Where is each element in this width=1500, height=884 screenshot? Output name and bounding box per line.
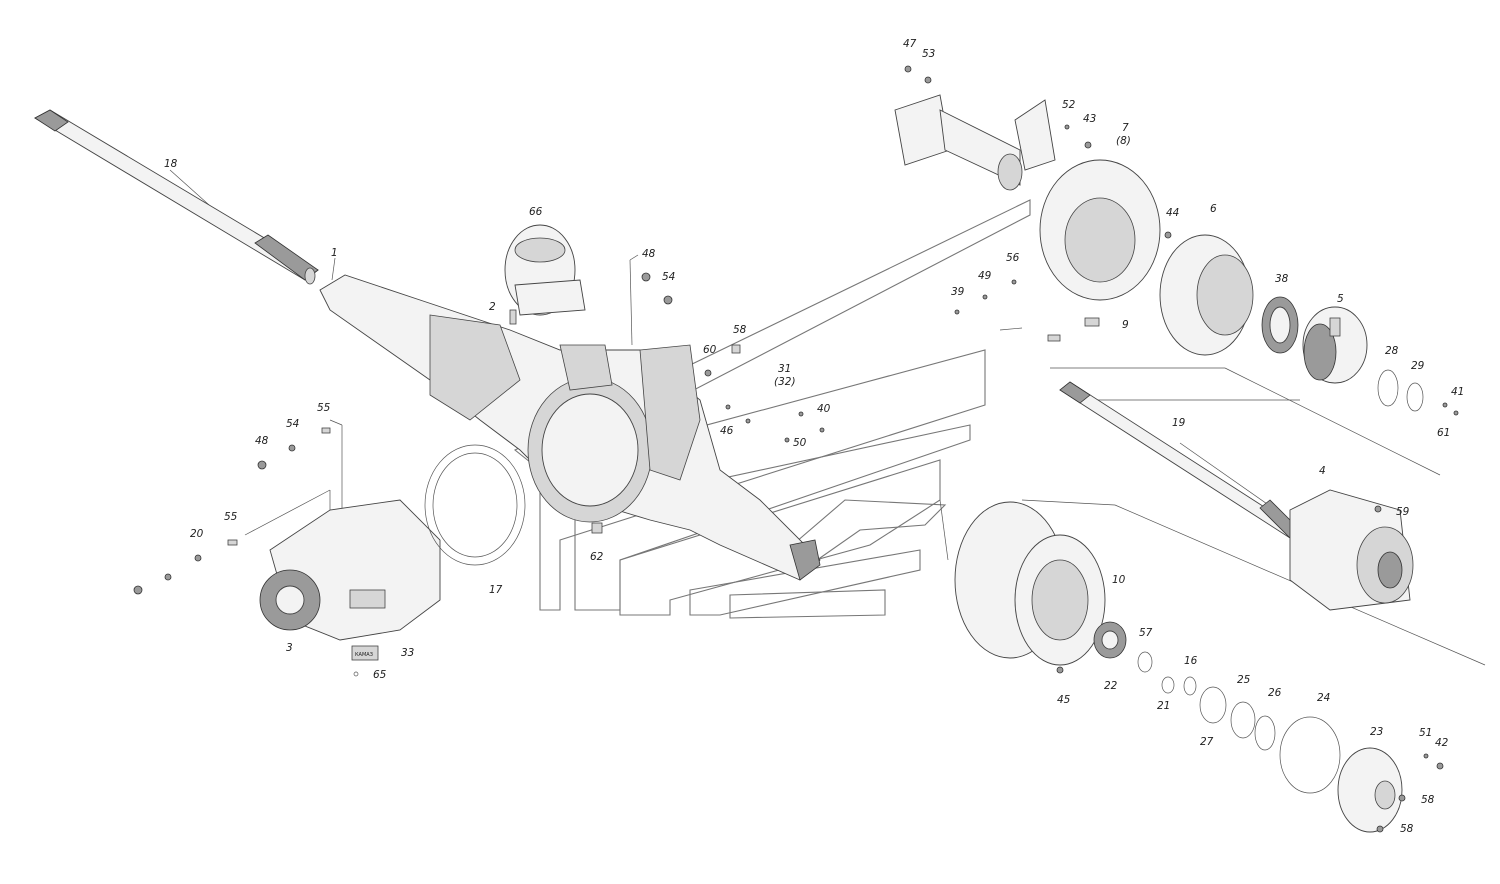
callout: 58 bbox=[1421, 794, 1435, 806]
callout: 31 bbox=[778, 363, 791, 375]
callout: (32) bbox=[774, 376, 796, 388]
callout: 40 bbox=[817, 403, 831, 415]
callout: 26 bbox=[1268, 687, 1282, 699]
callout: 2 bbox=[489, 301, 496, 313]
callout: 66 bbox=[529, 206, 543, 218]
callout: 55 bbox=[317, 402, 331, 414]
wheel-hub-6 bbox=[1159, 234, 1254, 356]
callout: 17 bbox=[489, 584, 503, 596]
callout: 56 bbox=[1006, 252, 1020, 264]
callout: 58 bbox=[1400, 823, 1414, 835]
callout: 57 bbox=[1139, 627, 1153, 639]
callout: 50 bbox=[793, 437, 807, 449]
callout: 18 bbox=[164, 158, 178, 170]
spindle-flange bbox=[894, 94, 1023, 191]
callout: 22 bbox=[1104, 680, 1118, 692]
brake-drum-10 bbox=[954, 501, 1106, 666]
callout: 1 bbox=[331, 247, 338, 259]
fasteners bbox=[133, 65, 1459, 833]
callout: 58 bbox=[733, 324, 747, 336]
callout: 9 bbox=[1122, 319, 1129, 331]
callout: 5 bbox=[1337, 293, 1344, 305]
callout: 6 bbox=[1210, 203, 1217, 215]
callout: 61 bbox=[1437, 427, 1450, 439]
callout: 52 bbox=[1062, 99, 1076, 111]
brake-chamber-66 bbox=[504, 224, 586, 316]
callout: 62 bbox=[590, 551, 604, 563]
callout: 39 bbox=[951, 286, 965, 298]
callout: 19 bbox=[1172, 417, 1186, 429]
callout: 27 bbox=[1200, 736, 1214, 748]
callout: 53 bbox=[922, 48, 935, 60]
callout: 21 bbox=[1157, 700, 1170, 712]
callout: 46 bbox=[720, 425, 734, 437]
callout: 48 bbox=[255, 435, 269, 447]
leader-lines bbox=[169, 169, 1486, 666]
cover-23 bbox=[1337, 747, 1403, 833]
callout: 28 bbox=[1385, 345, 1399, 357]
axle-shaft-19 bbox=[1059, 381, 1301, 539]
differential-3 bbox=[259, 499, 441, 641]
callout: 51 bbox=[1419, 727, 1432, 739]
callout: 47 bbox=[903, 38, 917, 50]
callout: 59 bbox=[1396, 506, 1410, 518]
callout: 23 bbox=[1370, 726, 1383, 738]
snap-rings bbox=[1377, 369, 1424, 412]
callout: 4 bbox=[1319, 465, 1326, 477]
ring-gear-5 bbox=[1302, 306, 1368, 384]
sun-gear-22 bbox=[1093, 621, 1127, 659]
callout: 48 bbox=[642, 248, 656, 260]
callout: 55 bbox=[224, 511, 238, 523]
callout: 42 bbox=[1435, 737, 1449, 749]
callout-labels: 18 1 66 2 48 54 58 60 47 53 52 43 7 (8) … bbox=[164, 38, 1464, 835]
callout: 16 bbox=[1184, 655, 1198, 667]
nameplate-logo: КАМАЗ bbox=[355, 652, 373, 658]
callout: 29 bbox=[1411, 360, 1425, 372]
brake-shoe-assembly-7 bbox=[1014, 99, 1161, 301]
gasket-17 bbox=[424, 444, 526, 566]
planetary-housing-4 bbox=[1289, 489, 1414, 611]
callout: 38 bbox=[1275, 273, 1289, 285]
bearing-38 bbox=[1261, 296, 1299, 354]
callout: 24 bbox=[1317, 692, 1330, 704]
callout: 41 bbox=[1451, 386, 1464, 398]
callout: 20 bbox=[190, 528, 204, 540]
axle-shaft-18 bbox=[34, 109, 319, 285]
callout: 54 bbox=[286, 418, 299, 430]
callout: 49 bbox=[978, 270, 992, 282]
callout: 60 bbox=[703, 344, 717, 356]
axle-housing bbox=[319, 274, 821, 581]
callout: 45 bbox=[1057, 694, 1071, 706]
callout: 54 bbox=[662, 271, 675, 283]
callout: 43 bbox=[1083, 113, 1096, 125]
washers-and-rings bbox=[1137, 651, 1341, 794]
callout: 65 bbox=[373, 669, 387, 681]
callout: 3 bbox=[286, 642, 293, 654]
callout: 10 bbox=[1112, 574, 1126, 586]
callout: 7 bbox=[1122, 122, 1129, 134]
callout: 44 bbox=[1166, 207, 1179, 219]
callout: 33 bbox=[401, 647, 414, 659]
callout: 25 bbox=[1237, 674, 1251, 686]
callout: (8) bbox=[1116, 135, 1131, 147]
